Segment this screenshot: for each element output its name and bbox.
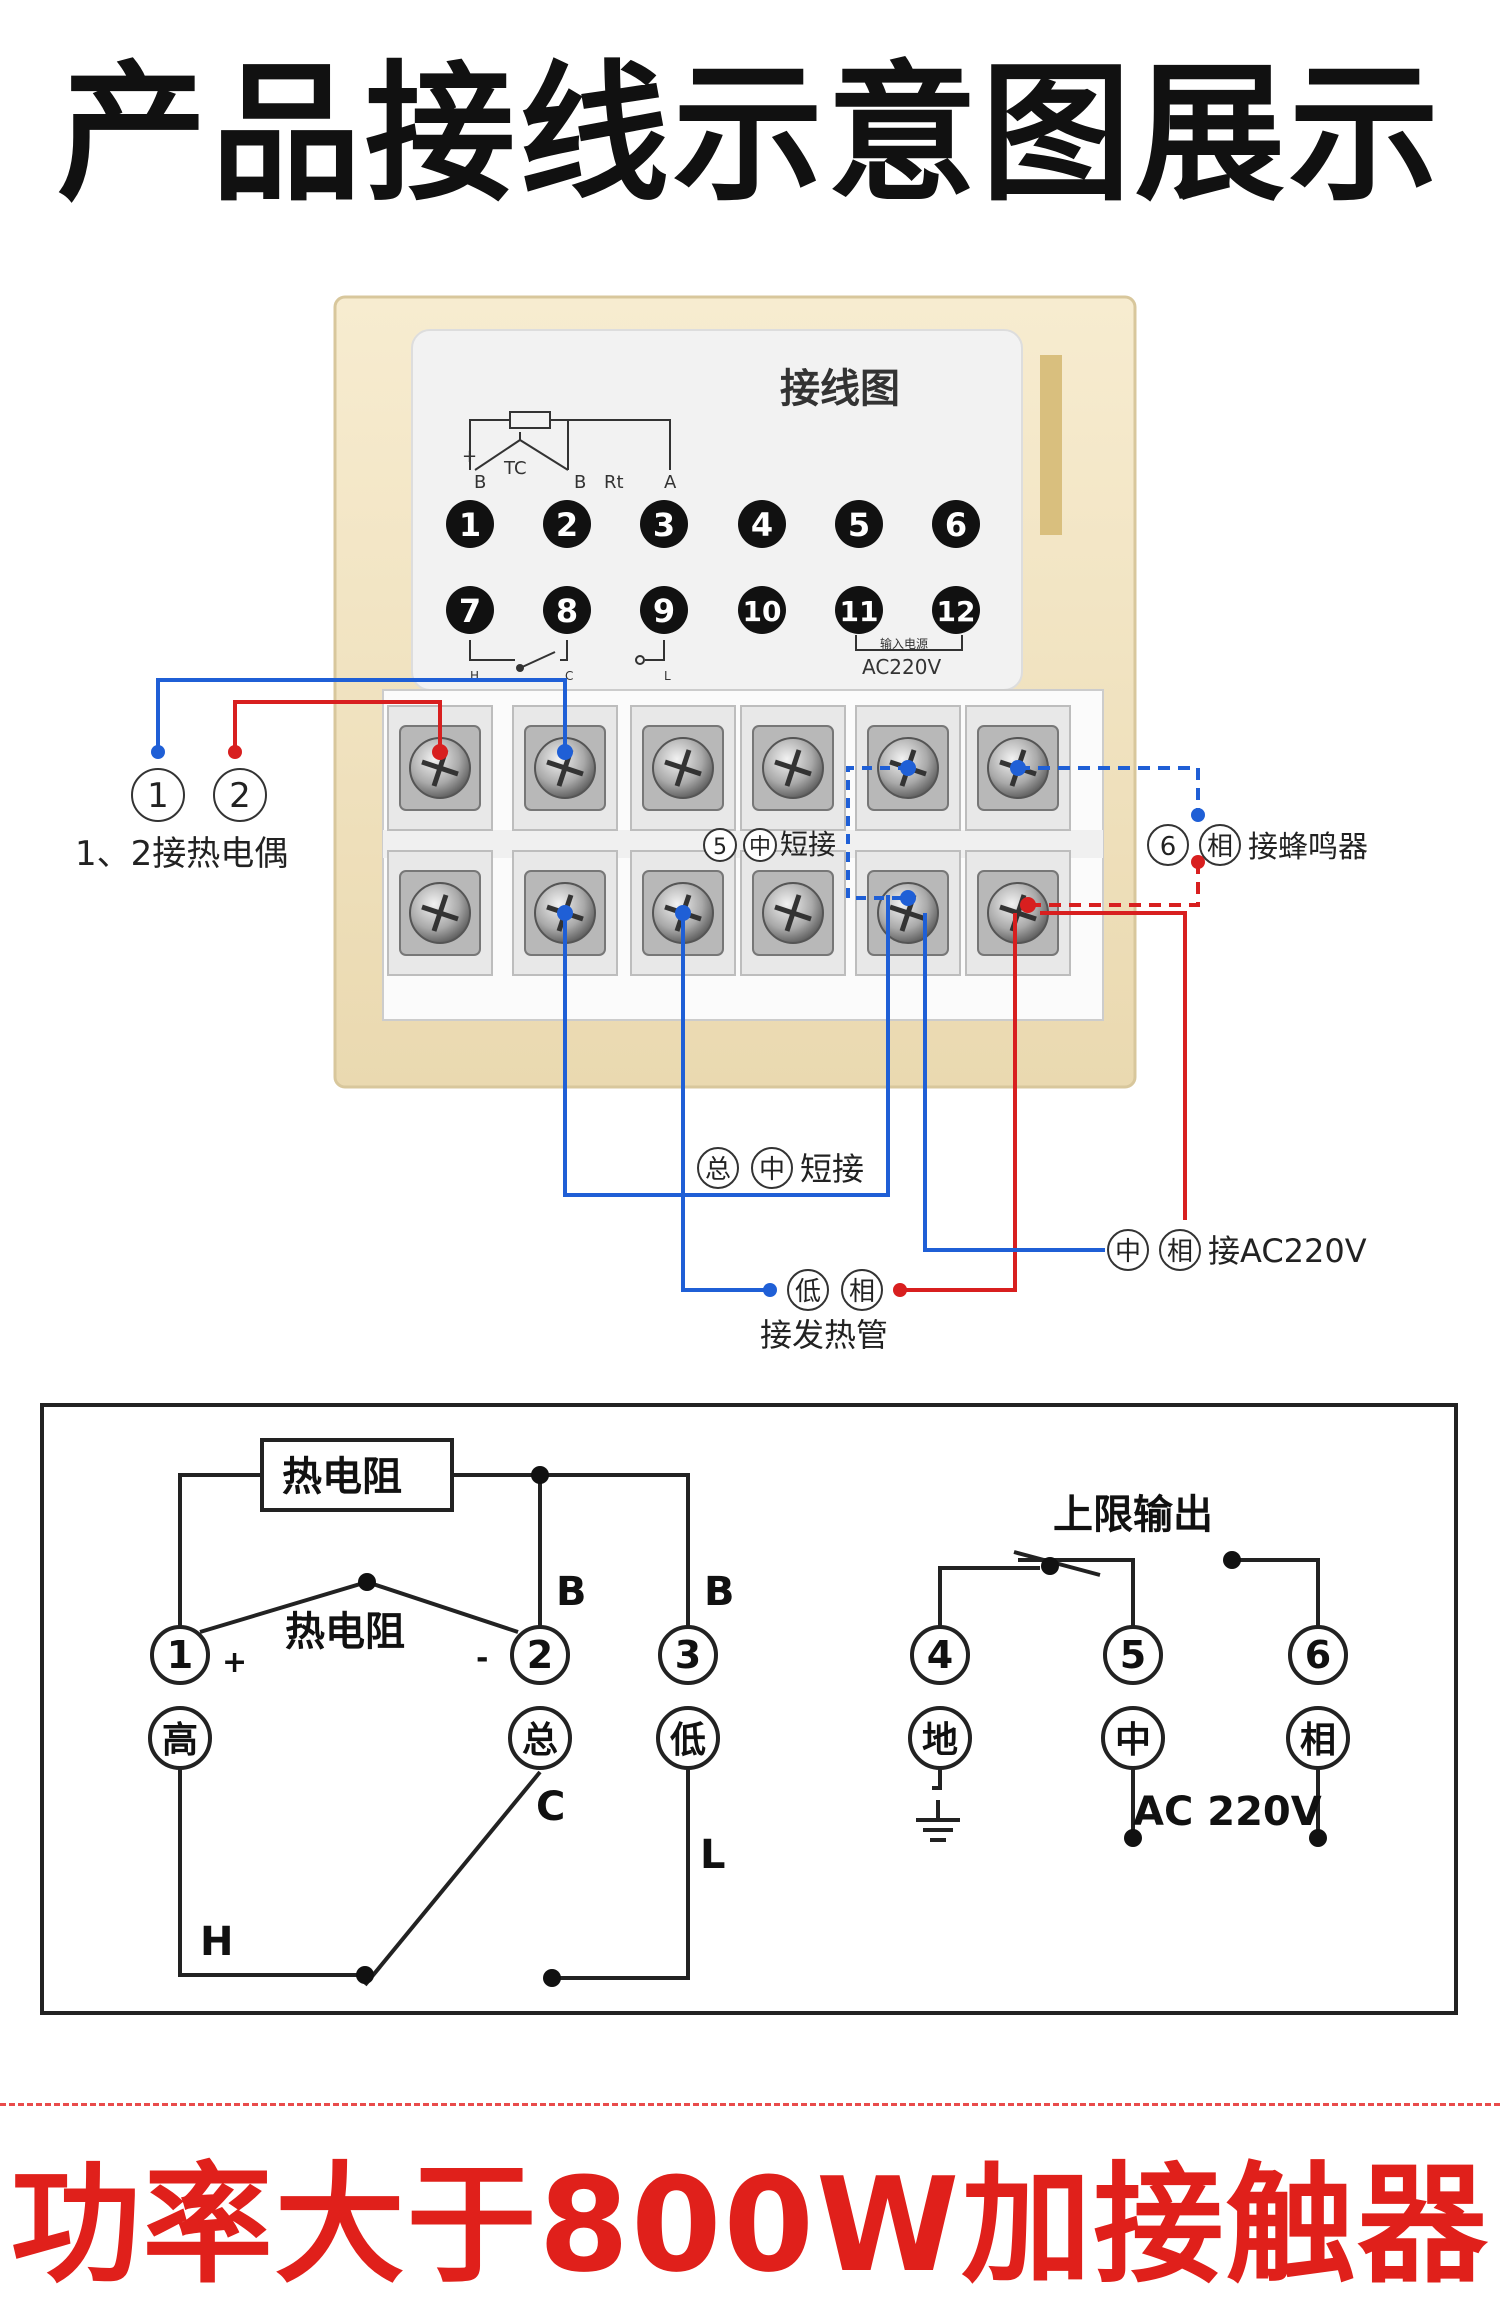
terminal-num: 5 — [848, 506, 870, 544]
schematic-box — [40, 1403, 1458, 2015]
svg-text:H: H — [200, 1919, 233, 1965]
schematic-diagram: 1 高 2 总 3 低 4 地 5 中 6 相 热电阻 热电阻 + - B B … — [148, 1438, 1350, 1987]
svg-text:接发热管: 接发热管 — [760, 1316, 888, 1354]
schematic-terminal-char: 高 — [162, 1720, 198, 1761]
callout-short-5: 5 中 短接 — [703, 828, 836, 862]
screw-slot — [431, 894, 449, 932]
schematic-terminal-char: 低 — [670, 1720, 706, 1761]
schematic-terminal-num: 1 — [167, 1633, 193, 1677]
terminal-number-row-2: 7 8 9 10 11 12 — [446, 586, 980, 634]
screw-slot — [784, 894, 802, 932]
svg-text:低: 低 — [795, 1277, 821, 1307]
svg-text:1: 1 — [147, 776, 169, 816]
label-card-heading: 接线图 — [780, 366, 900, 412]
svg-text:AC220V: AC220V — [862, 655, 941, 679]
terminal-num: 3 — [653, 506, 675, 544]
terminal-num: 10 — [743, 595, 782, 628]
svg-text:H: H — [470, 669, 479, 683]
resistor-box-label: 热电阻 — [282, 1454, 402, 1500]
terminal-block — [382, 689, 1104, 1021]
svg-text:B: B — [474, 472, 486, 493]
terminal-num: 7 — [459, 592, 481, 630]
schematic-terminal-num: 6 — [1305, 1633, 1331, 1677]
svg-text:5: 5 — [713, 835, 727, 860]
svg-text:输入电源: 输入电源 — [880, 636, 928, 651]
svg-text:2: 2 — [229, 776, 251, 816]
terminal-number-row-1: 1 2 3 4 5 6 — [446, 500, 980, 548]
svg-text:中: 中 — [759, 1155, 785, 1185]
svg-text:C: C — [536, 1784, 565, 1830]
terminal-num: 11 — [840, 595, 879, 628]
svg-text:相: 相 — [849, 1277, 875, 1307]
schematic-terminal-char: 总 — [522, 1720, 558, 1761]
svg-text:Rt: Rt — [604, 472, 624, 493]
schematic-terminal-char: 中 — [1115, 1720, 1151, 1761]
svg-text:中: 中 — [1115, 1237, 1141, 1267]
svg-text:B: B — [574, 472, 586, 493]
upper-limit-label: 上限输出 — [1053, 1492, 1213, 1538]
svg-text:C: C — [565, 669, 573, 683]
svg-text:B: B — [556, 1569, 587, 1615]
terminal-num: 1 — [459, 506, 481, 544]
terminal-num: 4 — [751, 506, 773, 544]
svg-text:接蜂鸣器: 接蜂鸣器 — [1248, 830, 1368, 865]
dashed-separator — [0, 2103, 1500, 2106]
wiring-photo: 接线图 + B TC B Rt A 1 2 3 4 5 6 — [75, 295, 1368, 1354]
terminal-num: 8 — [556, 592, 578, 630]
terminal-num: 9 — [653, 592, 675, 630]
svg-text:相: 相 — [1207, 832, 1233, 862]
schematic-terminal-num: 2 — [527, 1633, 553, 1677]
schematic-terminal-num: 4 — [927, 1633, 953, 1677]
callout-thermocouple: 1 2 1、2接热电偶 — [75, 768, 288, 874]
svg-text:B: B — [704, 1569, 735, 1615]
terminal-num: 2 — [556, 506, 578, 544]
svg-text:+: + — [222, 1645, 247, 1680]
ac-220v-label: AC 220V — [1133, 1789, 1322, 1835]
schematic-terminal-char: 相 — [1300, 1720, 1336, 1761]
screw-slot — [784, 749, 802, 787]
schematic-terminal-num: 5 — [1120, 1633, 1146, 1677]
svg-text:L: L — [700, 1832, 726, 1878]
callout-buzzer: 6 相 接蜂鸣器 — [1147, 824, 1368, 866]
callout-heater: 低 相 接发热管 — [760, 1269, 888, 1354]
page-title: 产品接线示意图展示 — [56, 48, 1443, 222]
svg-text:接AC220V: 接AC220V — [1208, 1232, 1367, 1270]
svg-text:L: L — [664, 669, 671, 683]
svg-text:-: - — [476, 1641, 488, 1676]
svg-text:相: 相 — [1167, 1237, 1193, 1267]
screw-slot — [674, 749, 692, 787]
svg-text:+: + — [462, 446, 477, 467]
label-card: 接线图 + B TC B Rt A 1 2 3 4 5 6 — [411, 329, 1023, 691]
callout-ac220: 中 相 接AC220V — [1107, 1229, 1367, 1271]
bottom-banner: 功率大于800W加接触器 — [10, 2149, 1490, 2301]
svg-text:中: 中 — [749, 835, 771, 860]
svg-text:总: 总 — [705, 1155, 731, 1185]
svg-text:短接: 短接 — [780, 828, 836, 861]
callout-short-total: 总 中 短接 — [697, 1147, 864, 1189]
resistor-mid-label: 热电阻 — [285, 1609, 405, 1655]
terminal-num: 12 — [937, 595, 976, 628]
terminal-num: 6 — [945, 506, 967, 544]
schematic-terminal-char: 地 — [922, 1720, 958, 1761]
svg-text:TC: TC — [503, 458, 527, 479]
svg-text:A: A — [664, 472, 677, 493]
thermocouple-label: 1、2接热电偶 — [75, 834, 288, 874]
schematic-terminal-num: 3 — [675, 1633, 701, 1677]
svg-text:6: 6 — [1160, 832, 1177, 862]
svg-text:短接: 短接 — [800, 1150, 864, 1188]
